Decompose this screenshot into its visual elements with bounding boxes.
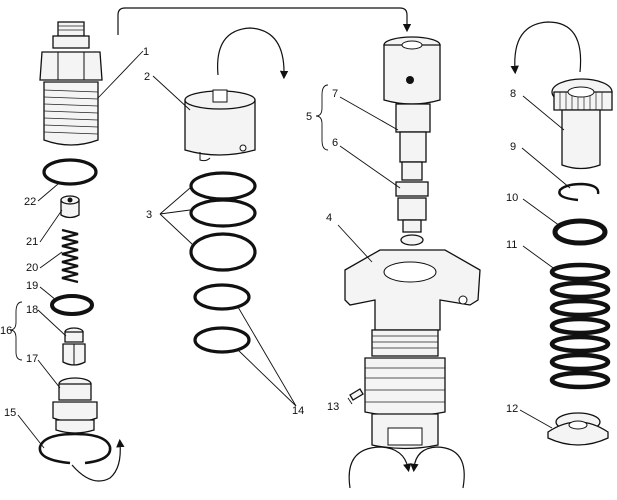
label-12: 12	[506, 403, 518, 415]
label-16: 16	[0, 325, 12, 337]
label-22: 22	[24, 196, 36, 208]
part-14-o-rings	[193, 283, 251, 354]
part-15-snap-ring	[38, 432, 112, 465]
label-15: 15	[4, 407, 16, 419]
part-13-pin	[349, 388, 364, 401]
label-8: 8	[510, 88, 516, 100]
label-9: 9	[510, 141, 516, 153]
label-6: 6	[332, 137, 338, 149]
label-14: 14	[292, 405, 304, 417]
label-5: 5	[306, 111, 312, 123]
part-20-spring	[61, 228, 79, 284]
part-12-spring-seat	[547, 412, 609, 446]
part-6-rod	[395, 161, 429, 246]
label-1: 1	[143, 46, 149, 58]
part-17-seat	[52, 377, 98, 434]
part-9-circlip	[558, 182, 600, 202]
label-13: 13	[327, 401, 339, 413]
label-17: 17	[26, 353, 38, 365]
part-4-barrel	[344, 249, 481, 450]
part-1-fitting	[39, 21, 103, 146]
part-8-gear-sleeve	[551, 78, 613, 170]
label-2: 2	[144, 71, 150, 83]
part-22-o-ring	[42, 158, 98, 186]
part-11-spring	[549, 262, 611, 390]
label-10: 10	[506, 192, 518, 204]
label-19: 19	[26, 280, 38, 292]
part-21-cap	[60, 195, 80, 219]
label-7: 7	[332, 88, 338, 100]
label-18: 18	[26, 304, 38, 316]
label-4: 4	[326, 212, 332, 224]
label-3: 3	[146, 209, 152, 221]
part-2-sleeve	[184, 89, 256, 162]
part-19-washer	[50, 294, 94, 316]
label-20: 20	[26, 262, 38, 274]
part-18-valve	[62, 327, 86, 366]
part-3-o-rings	[189, 171, 257, 272]
callout-labels: 1 2 3 4 5 6 7 8 9 10 11 12 13 14 15 16 1…	[0, 46, 518, 419]
leader-lines	[9, 50, 571, 449]
part-10-washer	[552, 218, 608, 246]
label-21: 21	[26, 236, 38, 248]
label-11: 11	[506, 239, 517, 251]
part-7-plunger	[383, 36, 441, 163]
